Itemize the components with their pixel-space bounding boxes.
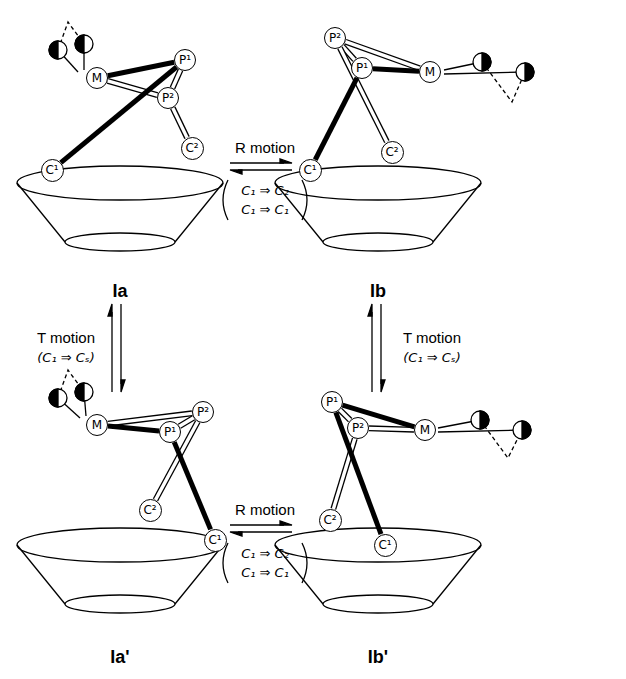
motion-label: T motion [37, 330, 95, 347]
structure-label: Ib [370, 282, 386, 302]
bond [61, 67, 177, 163]
bond [340, 410, 350, 420]
atom-circle: P¹ [159, 421, 181, 443]
bond [315, 78, 357, 160]
atom-label: P² [329, 32, 341, 44]
atom-label: P² [197, 406, 209, 418]
atom-label: C² [143, 504, 156, 516]
ligand [444, 53, 534, 102]
atom-circle: C² [319, 509, 342, 532]
bond [369, 428, 414, 429]
atom-circle: P¹ [351, 57, 373, 79]
cone [17, 528, 223, 613]
motion-label: R motion [235, 140, 295, 157]
atom-circle: P² [192, 401, 214, 423]
atom-label: P² [352, 422, 364, 434]
atom-circle: M [419, 61, 441, 83]
atom-label: C¹ [208, 534, 221, 546]
symmetry-change: C₁ ⇒ C₂ [241, 184, 289, 198]
atom-circle: C¹ [204, 529, 227, 552]
bond [179, 418, 193, 427]
structure-label: Ib' [368, 648, 388, 668]
atom-circle: M [414, 419, 436, 441]
atom-label: C¹ [45, 164, 58, 176]
bond [172, 70, 180, 88]
atom-label: M [425, 66, 435, 78]
symmetry-change: C₁ ⇒ C₂ [241, 547, 289, 561]
atom-circle: M [86, 67, 108, 89]
atom-circle: P¹ [321, 391, 343, 413]
atom-circle: C¹ [41, 159, 64, 182]
atom-label: C¹ [378, 539, 391, 551]
atom-label: M [420, 424, 430, 436]
atom-circle: P¹ [174, 49, 196, 71]
atom-circle: C² [139, 499, 162, 522]
atom-circle: C¹ [374, 534, 397, 557]
motion-label: T motion [403, 330, 461, 347]
structure-label: Ia' [110, 648, 129, 668]
atom-label: M [92, 419, 102, 431]
cone [275, 528, 481, 613]
atom-label: M [92, 72, 102, 84]
bond [173, 108, 187, 138]
symmetry-change: C₁ ⇒ C₁ [241, 203, 289, 217]
structure-label: Ia [112, 282, 127, 302]
bond [373, 69, 419, 72]
bond [336, 412, 381, 534]
bracket [223, 180, 307, 583]
atom-label: C² [185, 142, 198, 154]
bond [108, 413, 192, 423]
atom-label: P¹ [179, 54, 191, 66]
atom-circle: C² [181, 137, 204, 160]
atom-circle: C¹ [299, 159, 322, 182]
equilibrium-arrow [108, 159, 385, 536]
bond [108, 426, 159, 431]
atom-circle: P² [157, 87, 179, 109]
atom-label: P² [162, 92, 174, 104]
atom-label: P¹ [356, 62, 368, 74]
ligand [438, 411, 531, 458]
bond [174, 442, 210, 529]
atom-label: P¹ [326, 396, 338, 408]
ligand [49, 22, 93, 72]
atom-circle: P² [347, 417, 369, 439]
bond [108, 62, 174, 76]
atom-circle: P² [324, 27, 346, 49]
atom-label: C² [323, 514, 336, 526]
atom-label: C² [385, 146, 398, 158]
ligand [49, 370, 93, 418]
atom-circle: C² [381, 141, 404, 164]
atom-label: C¹ [303, 164, 316, 176]
symmetry-change: (C₁ ⇒ Cₛ) [37, 351, 95, 365]
symmetry-change: C₁ ⇒ C₁ [241, 566, 289, 580]
symmetry-change: (C₁ ⇒ Cₛ) [403, 351, 461, 365]
motion-label: R motion [235, 502, 295, 519]
atom-label: P¹ [164, 426, 176, 438]
atom-circle: M [86, 414, 108, 436]
